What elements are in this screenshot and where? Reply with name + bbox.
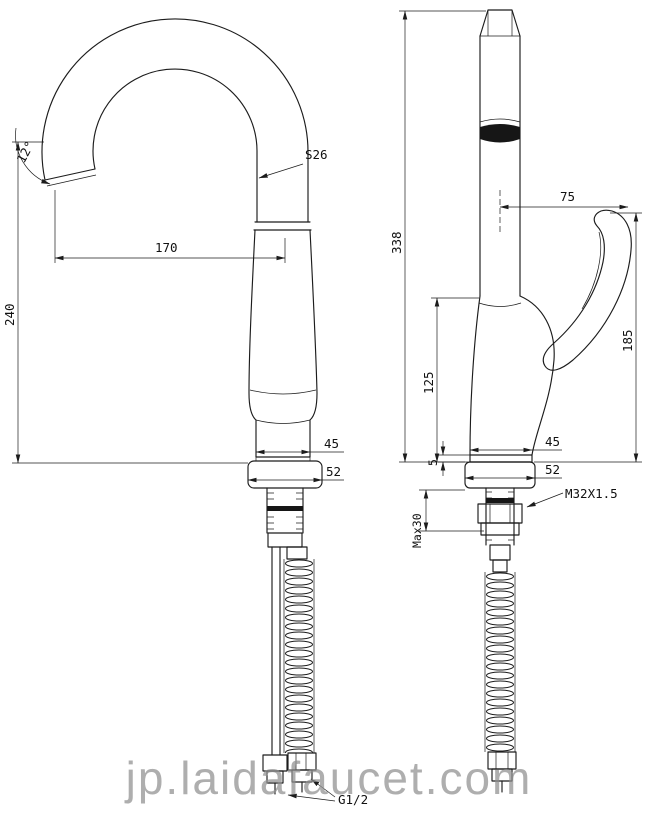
- handle-lever: [542, 209, 632, 371]
- dim-base-width-52-left: 52: [247, 464, 344, 483]
- dim-total-height-338-label: 338: [389, 231, 404, 254]
- column-band-top: [479, 118, 521, 123]
- body-right-edge: [309, 229, 318, 458]
- column-top-cap: [479, 9, 521, 37]
- front-base-lip: [469, 454, 533, 463]
- column-dark-band: [480, 124, 520, 143]
- dim-base-width-52-right: 52: [464, 462, 562, 481]
- front-body-left-edge: [469, 295, 481, 456]
- dim-height-240-label: 240: [2, 303, 17, 326]
- right-view-front: 338 125 185 75 5 45: [389, 9, 642, 793]
- dim-body-width-45-left: 45: [255, 436, 344, 455]
- column-sides: [479, 35, 521, 297]
- dim-reach-170: 170: [54, 190, 286, 263]
- dim-body-height-125-label: 125: [421, 371, 436, 394]
- front-hose-connector2: [492, 559, 508, 573]
- braided-hose-rails: [283, 559, 315, 753]
- dim-base-lip-5-label: 5: [426, 459, 440, 466]
- coil-top-connector: [286, 546, 308, 560]
- mounting-nut: [477, 503, 523, 524]
- braided-hose-front-rails: [484, 572, 516, 752]
- dim-base-lip-5: 5: [426, 441, 470, 476]
- front-body-seam: [478, 302, 522, 307]
- dim-handle-reach-75-label: 75: [560, 189, 575, 204]
- dim-handle-height-185: 185: [534, 212, 642, 463]
- column-top-facets: [480, 10, 520, 37]
- base-flange: [247, 460, 323, 489]
- dim-spout-diameter: S26: [258, 147, 328, 179]
- dim-base-width-52-left-label: 52: [326, 464, 341, 479]
- mounting-nut-facets: [489, 504, 511, 523]
- dim-thread-g12: G1/2: [287, 778, 368, 807]
- front-hose-connector: [489, 544, 511, 561]
- dim-max-counter-30-label: Max30: [410, 513, 424, 548]
- dim-thread-g12-label: G1/2: [338, 792, 368, 807]
- dim-angle-label: 12°: [13, 138, 37, 165]
- dim-handle-reach-75: 75: [499, 189, 629, 210]
- spout-outer-curve: [41, 18, 309, 223]
- dim-reach-170-label: 170: [155, 240, 178, 255]
- dim-base-width-52-right-label: 52: [545, 462, 560, 477]
- body-left-edge: [248, 229, 257, 458]
- mounting-washer: [480, 522, 520, 536]
- front-coil-bottom-facets: [495, 752, 509, 769]
- body-seam-upper: [249, 389, 317, 395]
- left-view-side: 12° S26 240 170 45 52 G1/2: [2, 18, 368, 807]
- handle-inner-line: [581, 231, 602, 310]
- spout-outlet-face: [44, 168, 96, 181]
- spout-inner-curve: [92, 68, 258, 223]
- body-base-step: [255, 457, 311, 461]
- body-seam-lower: [255, 419, 311, 424]
- spout-aerator-line: [46, 174, 97, 187]
- dim-body-width-45-right: 45: [469, 434, 562, 453]
- front-base-flange: [464, 461, 536, 489]
- coil-bottom-nut-facets: [295, 753, 307, 770]
- shank-seal: [267, 506, 303, 511]
- dim-height-240: 240: [2, 141, 248, 464]
- dim-handle-height-185-label: 185: [620, 329, 635, 352]
- dim-body-width-45-right-label: 45: [545, 434, 560, 449]
- dim-body-height-125: 125: [421, 297, 479, 463]
- shank-thread-ticks: [267, 492, 303, 530]
- dim-mount-thread: M32X1.5: [526, 486, 618, 508]
- supply-hose-left: [271, 546, 281, 756]
- front-shank-seal: [486, 498, 514, 503]
- watermark-text: jp.laidafaucet.com: [124, 752, 533, 804]
- braided-hose-left-view: [284, 559, 314, 753]
- braided-hose-front-view: [485, 572, 515, 752]
- front-body-right-edge: [519, 295, 555, 456]
- dim-spout-diameter-label: S26: [305, 147, 328, 162]
- dim-mount-thread-label: M32X1.5: [565, 486, 618, 501]
- dim-body-width-45-left-label: 45: [324, 436, 339, 451]
- dim-max-counter-30: Max30: [410, 489, 484, 548]
- hose-adapter: [267, 532, 303, 548]
